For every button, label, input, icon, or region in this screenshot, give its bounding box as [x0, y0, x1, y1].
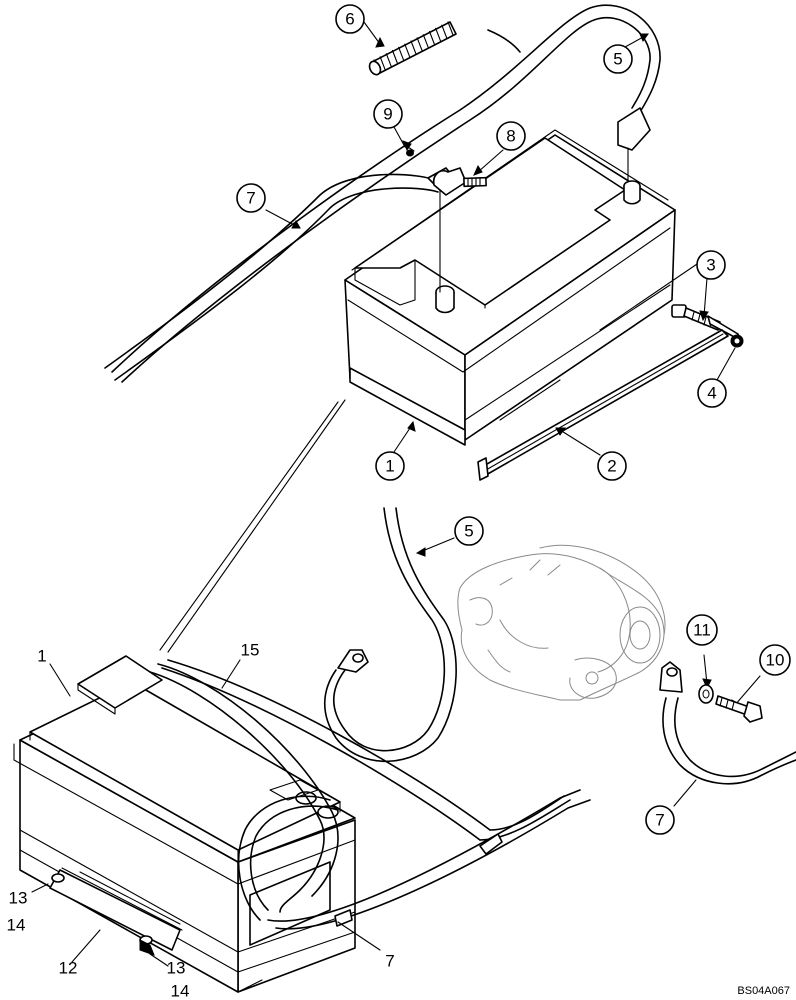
- spiral-rib: [410, 40, 417, 55]
- svg-text:3: 3: [706, 256, 715, 275]
- label-13-right: 13: [167, 959, 186, 978]
- callout-7-upper: 7: [236, 183, 266, 213]
- label-7-bottom: 7: [385, 952, 394, 971]
- spiral-wrap-6: [368, 21, 521, 76]
- svg-text:8: 8: [506, 127, 515, 146]
- svg-text:7: 7: [655, 811, 664, 830]
- svg-text:1: 1: [385, 457, 394, 476]
- callout-1: 1: [375, 451, 405, 481]
- spiral-rib: [379, 56, 386, 71]
- view-connector-lines: [159, 399, 346, 653]
- svg-text:5: 5: [613, 50, 622, 69]
- callout-6: 6: [335, 4, 365, 34]
- spiral-rib: [391, 49, 399, 65]
- cable-5-upper: [111, 4, 661, 383]
- spiral-rib: [385, 53, 392, 68]
- spiral-rib: [404, 43, 411, 58]
- svg-text:2: 2: [607, 457, 616, 476]
- svg-text:5: 5: [464, 522, 473, 541]
- label-12: 12: [59, 959, 78, 978]
- callout-5-middle: 5: [454, 516, 484, 546]
- label-15: 15: [241, 641, 260, 660]
- spiral-rib: [422, 34, 429, 49]
- svg-text:11: 11: [693, 621, 711, 640]
- label-1: 1: [37, 647, 46, 666]
- svg-text:10: 10: [766, 651, 785, 670]
- cable-5-middle: [324, 507, 457, 763]
- callout-8: 8: [496, 121, 526, 151]
- spiral-rib: [447, 21, 454, 36]
- battery-bottom: [13, 655, 356, 993]
- cable-5-terminal: [617, 107, 651, 186]
- spiral-rib: [398, 46, 405, 61]
- callout-10: 10: [759, 644, 791, 676]
- cable-7-right: [659, 661, 796, 785]
- callout-2: 2: [597, 451, 627, 481]
- label-14-right: 14: [171, 982, 190, 1000]
- starter-motor: [457, 544, 666, 701]
- reference-code: BS04A067: [737, 985, 790, 997]
- svg-text:9: 9: [383, 105, 392, 124]
- label-14-left: 14: [7, 916, 26, 935]
- spiral-rib: [441, 24, 448, 39]
- spiral-rib: [435, 27, 442, 42]
- spiral-rib: [416, 37, 423, 52]
- bottom-leaders: [31, 659, 381, 967]
- svg-text:4: 4: [707, 384, 716, 403]
- bottom-harness: [149, 659, 591, 930]
- callout-7-right: 7: [645, 805, 675, 835]
- label-13-left: 13: [9, 889, 28, 908]
- svg-text:7: 7: [246, 189, 255, 208]
- callout-9: 9: [373, 99, 403, 129]
- battery-top: [344, 129, 701, 446]
- callout-4: 4: [697, 378, 727, 408]
- callout-3: 3: [696, 250, 726, 280]
- spiral-rib: [428, 30, 436, 46]
- callout-5-upper: 5: [603, 44, 633, 74]
- svg-text:6: 6: [345, 10, 354, 29]
- hold-down-hardware: [477, 304, 744, 481]
- callout-11: 11: [686, 614, 718, 646]
